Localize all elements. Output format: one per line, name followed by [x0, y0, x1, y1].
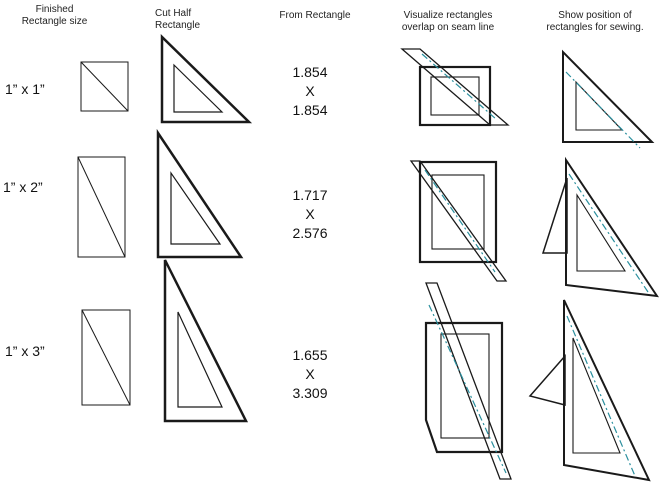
header-finished-size: Finished Rectangle size [2, 4, 107, 28]
row1-finished-rect-outline [80, 61, 129, 112]
header-finished-line1: Finished [35, 4, 74, 15]
row2-sewing-position [541, 156, 659, 298]
row3-overlap-visual [424, 282, 512, 480]
row1-times-sign: X [305, 83, 315, 99]
row1-overlap-inner-rect [430, 76, 480, 116]
header-visualize: Visualize rectangles overlap on seam lin… [378, 10, 518, 34]
row2-overlap-strip [409, 160, 508, 282]
header-show-position-line1: Show position of [558, 10, 632, 21]
row1-overlap-seam-line [421, 53, 497, 120]
row2-times-sign: X [305, 206, 315, 222]
row3-sewing-position [528, 299, 651, 482]
row1-cut-triangle [160, 34, 253, 124]
row3-overlap-strip [425, 282, 512, 480]
header-from-rectangle: From Rectangle [255, 10, 375, 22]
row3-times-sign: X [305, 366, 315, 382]
row3-overlap-inner-rect [440, 333, 490, 439]
row2-outer-triangle [156, 128, 244, 259]
header-visualize-line2: overlap on seam line [401, 22, 495, 33]
row3-finished-diagonal [81, 309, 131, 406]
row2-sewing-outer-triangle [565, 156, 659, 298]
row2-inner-triangle [170, 171, 222, 245]
row2-width-value: 1.717 [292, 187, 328, 203]
row2-cut-triangle [156, 128, 244, 259]
row3-overlap-seam-line [428, 304, 507, 474]
header-show-position-line2: rectangles for sewing. [546, 22, 644, 33]
row2-finished-rectangle [77, 156, 126, 258]
row2-sewing-seam-line [568, 173, 649, 293]
header-finished-line2: Rectangle size [21, 16, 88, 27]
row1-overlap-outer-rect [418, 65, 492, 127]
row1-width-value: 1.854 [292, 64, 328, 80]
row1-finished-diagonal [80, 61, 129, 112]
row3-sewing-outer-triangle [563, 299, 651, 482]
row1-finished-rectangle [80, 61, 129, 112]
row1-inner-triangle [173, 63, 224, 113]
row1-outer-triangle [160, 34, 253, 124]
row2-overlap-outer-rect [418, 160, 498, 264]
row1-height-value: 1.854 [292, 102, 328, 118]
row3-height-value: 3.309 [292, 385, 328, 401]
row2-finished-rect-outline [77, 156, 126, 258]
row2-overlap-seam-line [424, 169, 496, 273]
row3-width-value: 1.655 [292, 347, 328, 363]
row1-size-label: 1” x 1” [5, 81, 45, 97]
header-cut-half-line2: Rectangle [155, 20, 201, 31]
row3-overlap-outer-rect [424, 321, 504, 454]
row1-sewing-position [562, 49, 655, 149]
row3-finished-rectangle [81, 309, 131, 406]
row1-dimensions: 1.854 X 1.854 [270, 63, 350, 120]
row2-finished-diagonal [77, 156, 126, 258]
row3-sewing-seam-line [566, 315, 636, 477]
row3-size-label: 1” x 3” [5, 343, 45, 359]
row3-inner-triangle [177, 311, 223, 408]
row3-sewing-back-triangle [528, 354, 566, 406]
row2-overlap-inner-rect [431, 174, 485, 250]
row1-overlap-visual [400, 48, 510, 127]
row2-sewing-back-triangle [541, 177, 568, 254]
header-visualize-line1: Visualize rectangles [403, 10, 493, 21]
row1-sewing-outer-triangle [562, 49, 655, 143]
row3-outer-triangle [163, 259, 249, 423]
row1-sewing-seam-line [565, 71, 641, 149]
row3-finished-rect-outline [81, 309, 131, 406]
row3-dimensions: 1.655 X 3.309 [270, 346, 350, 403]
row2-dimensions: 1.717 X 2.576 [270, 186, 350, 243]
row2-size-label: 1” x 2” [3, 179, 43, 195]
row1-overlap-strip [400, 48, 510, 126]
row2-height-value: 2.576 [292, 225, 328, 241]
row2-overlap-visual [409, 160, 508, 282]
row2-sewing-inner-triangle [576, 193, 626, 272]
header-cut-half-line1: Cut Half [155, 8, 192, 19]
row3-cut-triangle [163, 259, 249, 423]
header-from-rectangle-line1: From Rectangle [279, 10, 351, 21]
header-cut-half: Cut Half Rectangle [155, 8, 215, 32]
row3-sewing-inner-triangle [572, 337, 621, 454]
header-show-position: Show position of rectangles for sewing. [530, 10, 659, 34]
